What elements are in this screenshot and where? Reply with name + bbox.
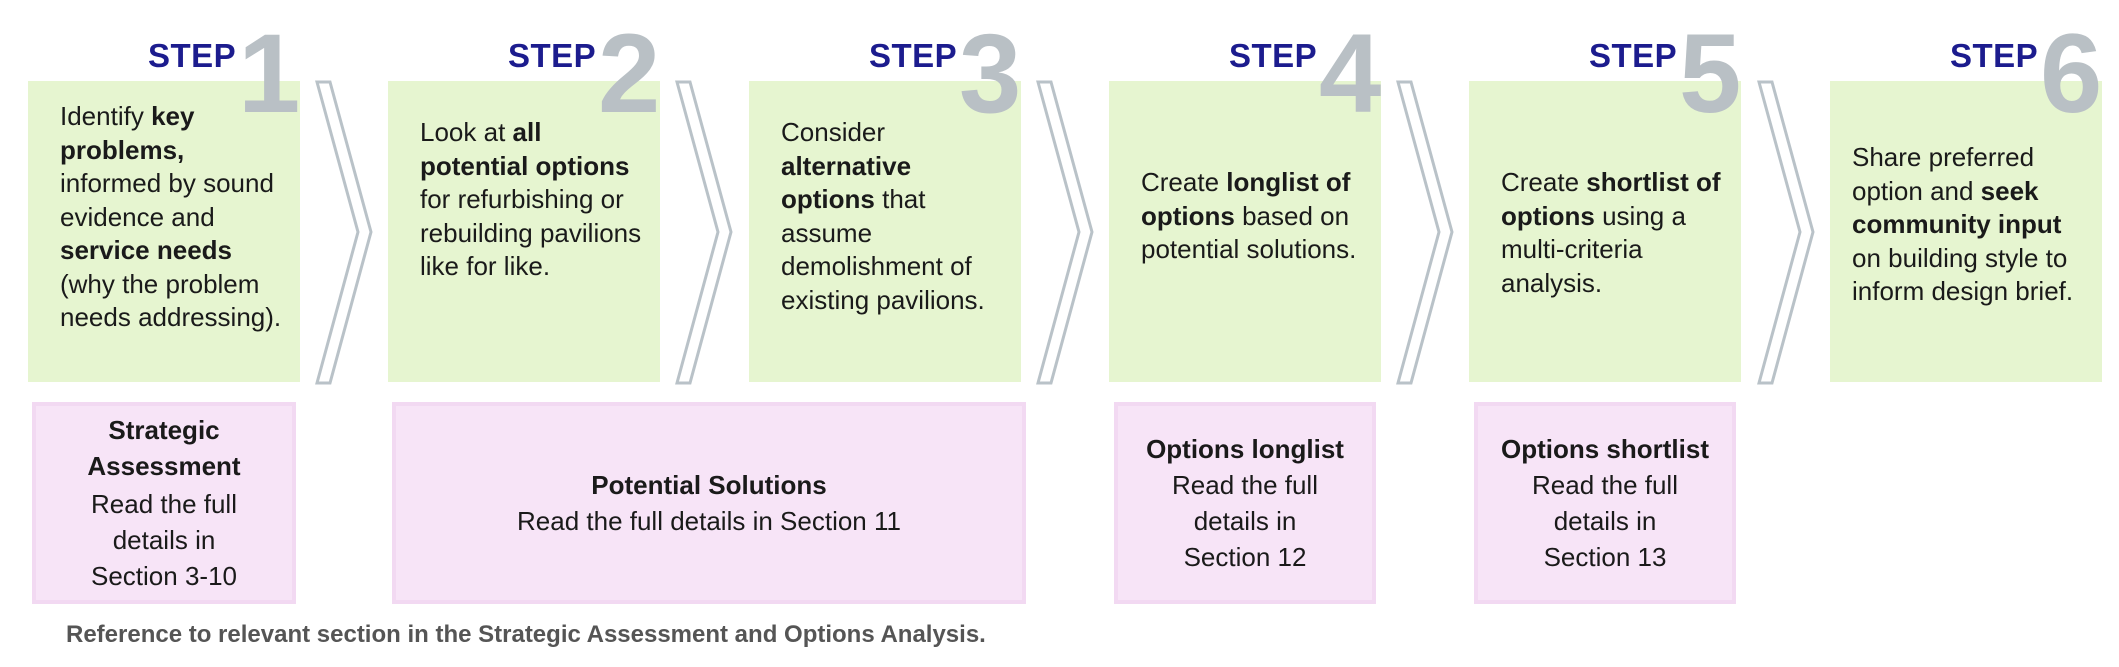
step-5-number: 5 xyxy=(1679,11,1742,136)
step-6-text: Share preferred option and seek communit… xyxy=(1852,142,2074,306)
step-5-text: Create shortlist of options using a mult… xyxy=(1501,167,1721,298)
step-4-number: 4 xyxy=(1319,11,1382,136)
step-2-box xyxy=(388,81,660,382)
step-4-text: Create longlist of options based on pote… xyxy=(1141,167,1357,264)
step-6: STEP 6 Share preferred option and seek c… xyxy=(1830,0,2102,390)
chevron-right-icon xyxy=(315,80,373,385)
step-3: STEP 3 Consider alternative options that… xyxy=(749,0,1021,390)
step-5: STEP 5 Create shortlist of options using… xyxy=(1469,0,1741,390)
chevron-right-icon xyxy=(675,80,733,385)
reference-title: Strategic Assessment xyxy=(87,415,241,481)
step-1-number: 1 xyxy=(238,11,301,136)
reference-body: Read the full details in Section 12 xyxy=(1172,470,1318,572)
step-2-text: Look at all potential options for refurb… xyxy=(420,117,642,281)
reference-potential-solutions: Potential Solutions Read the full detail… xyxy=(392,402,1026,604)
reference-body: Read the full details in Section 13 xyxy=(1532,470,1678,572)
chevron-right-icon xyxy=(1036,80,1094,385)
chevron-right-icon xyxy=(1757,80,1815,385)
reference-options-longlist: Options longlist Read the full details i… xyxy=(1114,402,1376,604)
step-6-box xyxy=(1830,81,2102,382)
step-4: STEP 4 Create longlist of options based … xyxy=(1109,0,1381,390)
step-4-box xyxy=(1109,81,1381,382)
step-3-number: 3 xyxy=(959,11,1022,136)
chevron-right-icon xyxy=(1396,80,1454,385)
reference-title: Options longlist xyxy=(1146,434,1344,464)
step-1-label: STEP xyxy=(148,37,237,74)
step-1-text: Identify key problems, informed by sound… xyxy=(60,101,282,332)
reference-options-shortlist: Options shortlist Read the full details … xyxy=(1474,402,1736,604)
reference-body: Read the full details in Section 3-10 xyxy=(91,489,237,591)
footnote: Reference to relevant section in the Str… xyxy=(66,621,986,648)
step-3-box xyxy=(749,81,1021,382)
step-2: STEP 2 Look at all potential options for… xyxy=(388,0,660,390)
reference-body: Read the full details in Section 11 xyxy=(517,506,901,536)
reference-title: Options shortlist xyxy=(1501,434,1709,464)
step-3-text: Consider alternative options that assume… xyxy=(781,117,985,315)
reference-title: Potential Solutions xyxy=(591,470,827,500)
step-3-label: STEP xyxy=(869,37,958,74)
step-6-number: 6 xyxy=(2040,11,2103,136)
step-1-box xyxy=(28,81,300,382)
step-5-box xyxy=(1469,81,1741,382)
step-5-label: STEP xyxy=(1589,37,1678,74)
step-2-number: 2 xyxy=(598,11,661,136)
step-4-label: STEP xyxy=(1229,37,1318,74)
step-1: STEP 1 Identify key problems, informed b… xyxy=(28,0,300,390)
step-6-label: STEP xyxy=(1950,37,2039,74)
step-2-label: STEP xyxy=(508,37,597,74)
reference-strategic-assessment: Strategic Assessment Read the full detai… xyxy=(32,402,296,604)
